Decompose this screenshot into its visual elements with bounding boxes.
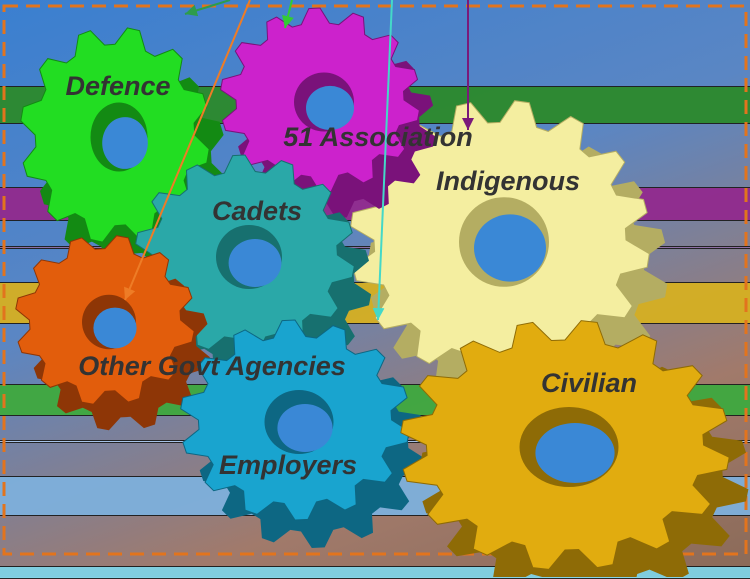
label-defence: Defence xyxy=(65,71,170,101)
label-other_govt: Other Govt Agencies xyxy=(78,351,346,381)
gear-other_govt-hole xyxy=(93,307,137,349)
dashed-frame xyxy=(2,4,748,556)
gear-association-hole xyxy=(306,85,354,131)
gear-cadets-hole xyxy=(228,239,282,287)
label-indigenous: Indigenous xyxy=(436,166,580,196)
label-civilian: Civilian xyxy=(541,368,637,398)
label-association: 51 Association xyxy=(283,122,473,152)
connector-arrow-to-employers xyxy=(372,0,393,321)
gear-employers-hole xyxy=(277,404,333,452)
gear-civilian-hole xyxy=(535,423,615,483)
label-employers: Employers xyxy=(219,450,357,480)
gear-other_govt xyxy=(15,235,210,431)
gear-employers xyxy=(180,319,427,548)
gear-cadets xyxy=(135,154,372,383)
connector-arrow-to-association xyxy=(282,0,294,29)
connector-arrow-top-left xyxy=(184,0,231,17)
gear-indigenous-hole xyxy=(474,214,546,282)
gear-defence-hole xyxy=(102,117,148,169)
connector-arrow-to-other-govt xyxy=(124,0,251,301)
gear-civilian xyxy=(400,320,749,577)
label-cadets: Cadets xyxy=(212,196,302,226)
